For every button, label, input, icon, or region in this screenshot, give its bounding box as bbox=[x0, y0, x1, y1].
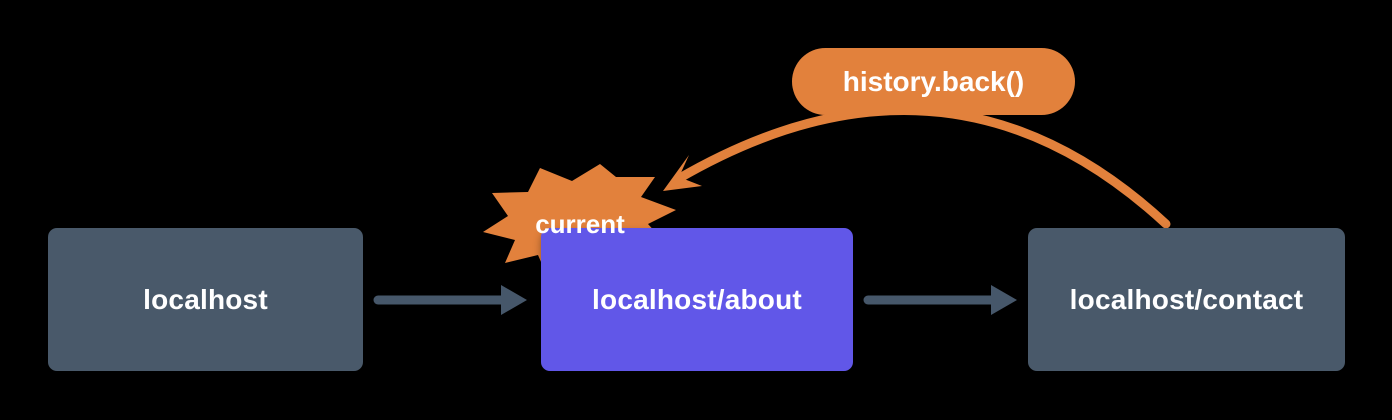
arrow-about-to-contact bbox=[863, 285, 1017, 315]
history-back-arrowhead-icon bbox=[663, 155, 702, 191]
history-back-curve bbox=[673, 105, 1171, 229]
arrowhead-right-icon bbox=[991, 285, 1017, 315]
node-localhost: localhost bbox=[48, 228, 363, 371]
node-localhost-contact-label: localhost/contact bbox=[1069, 283, 1304, 315]
node-localhost-about-label: localhost/about bbox=[592, 283, 802, 315]
arrowhead-right-icon bbox=[501, 285, 527, 315]
arrow-localhost-to-about bbox=[373, 285, 527, 315]
node-localhost-about: localhost/about bbox=[541, 228, 853, 371]
history-back-pill: history.back() bbox=[792, 48, 1075, 115]
node-localhost-label: localhost bbox=[143, 283, 268, 315]
history-back-pill-label: history.back() bbox=[842, 65, 1025, 97]
node-localhost-contact: localhost/contact bbox=[1028, 228, 1345, 371]
